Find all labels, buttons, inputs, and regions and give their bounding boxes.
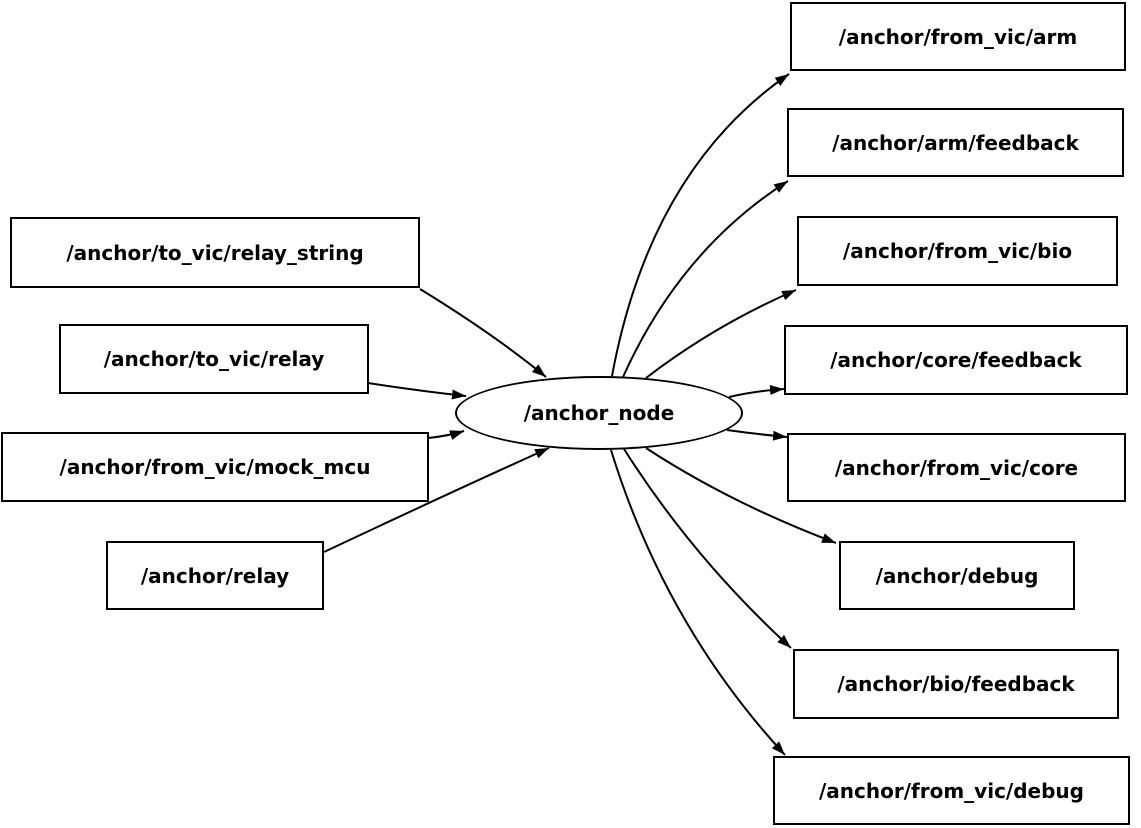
topic-label: /anchor/relay	[140, 563, 290, 588]
edge-anchor-node-to-from-vic-core	[726, 429, 788, 441]
topic-label: /anchor/to_vic/relay_string	[66, 240, 364, 265]
topic-label: /anchor/debug	[875, 563, 1039, 588]
topic-label: /anchor/to_vic/relay	[103, 347, 325, 371]
topic-node-from-vic-bio: /anchor/from_vic/bio	[797, 216, 1118, 286]
topic-node-bio-feedback: /anchor/bio/feedback	[793, 649, 1119, 719]
edge-to-vic-relay-string-to-anchor-node	[419, 288, 547, 378]
topic-label: /anchor/bio/feedback	[837, 672, 1075, 696]
topic-node-from-vic-arm: /anchor/from_vic/arm	[790, 2, 1126, 71]
center-node-anchor-node: /anchor_node	[455, 376, 743, 450]
edge-anchor-node-to-from-vic-debug	[610, 449, 786, 756]
node-label: /anchor_node	[523, 401, 675, 425]
topic-node-from-vic-core: /anchor/from_vic/core	[787, 433, 1126, 502]
topic-node-relay: /anchor/relay	[106, 541, 324, 610]
topic-node-to-vic-relay: /anchor/to_vic/relay	[59, 324, 369, 394]
topic-label: /anchor/from_vic/arm	[838, 24, 1078, 49]
edge-anchor-node-to-core-feedback	[728, 384, 785, 398]
topic-label: /anchor/arm/feedback	[832, 130, 1079, 155]
edge-anchor-node-to-from-vic-arm	[611, 73, 790, 377]
topic-label: /anchor/from_vic/mock_mcu	[59, 455, 371, 479]
edge-anchor-node-to-from-vic-bio	[645, 289, 797, 379]
edge-anchor-node-to-arm-feedback	[622, 180, 789, 378]
edge-to-vic-relay-to-anchor-node	[367, 382, 467, 400]
topic-node-from-vic-debug: /anchor/from_vic/debug	[773, 756, 1130, 825]
topic-label: /anchor/core/feedback	[830, 348, 1082, 372]
edge-anchor-node-to-debug	[645, 447, 837, 544]
topic-node-debug: /anchor/debug	[839, 541, 1075, 610]
topic-label: /anchor/from_vic/bio	[842, 239, 1073, 263]
edge-from-vic-mock-mcu-to-anchor-node	[427, 430, 465, 440]
topic-node-core-feedback: /anchor/core/feedback	[784, 325, 1128, 395]
topic-node-from-vic-mock-mcu: /anchor/from_vic/mock_mcu	[1, 432, 429, 502]
topic-node-to-vic-relay-string: /anchor/to_vic/relay_string	[10, 217, 420, 288]
edge-relay-to-anchor-node	[323, 447, 550, 553]
topic-label: /anchor/from_vic/core	[834, 455, 1079, 480]
topic-label: /anchor/from_vic/debug	[819, 778, 1084, 803]
topic-node-arm-feedback: /anchor/arm/feedback	[787, 108, 1124, 177]
edge-anchor-node-to-bio-feedback	[623, 448, 792, 649]
